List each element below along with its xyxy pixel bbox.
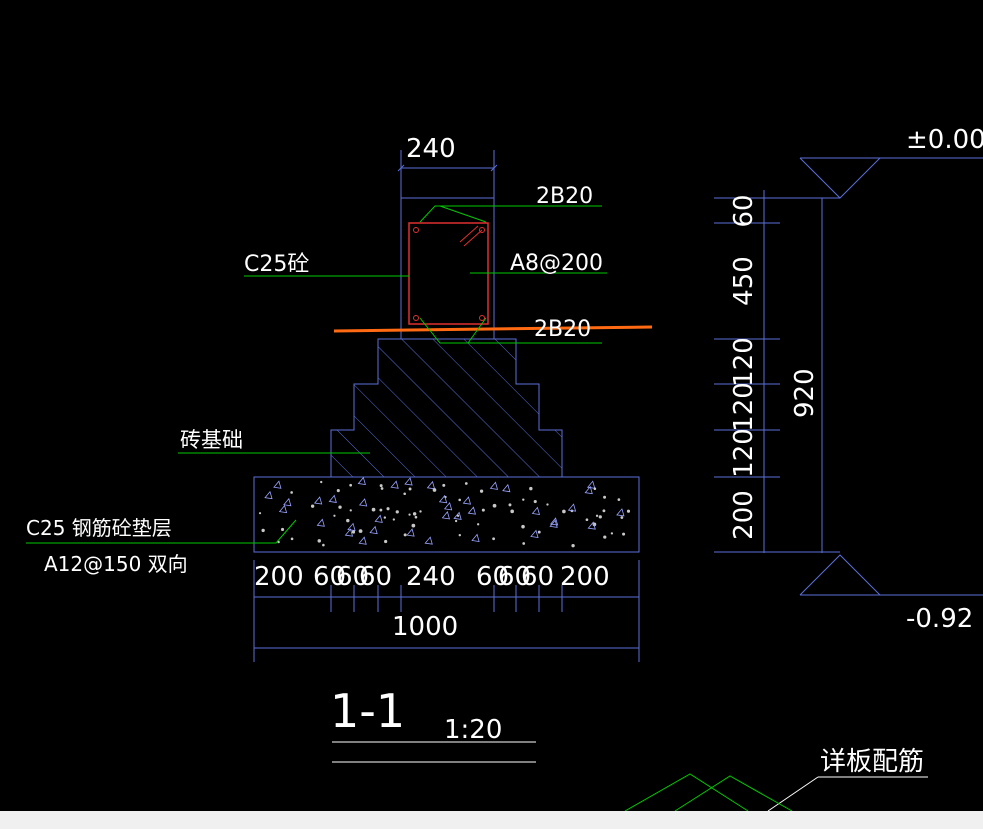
detail-label: 详板配筋 <box>820 747 924 777</box>
bottom-dim-label: 60 <box>476 562 509 592</box>
top-dimension <box>397 150 498 198</box>
bottom-dim-label: 200 <box>254 562 304 592</box>
right-dim-label: 120 <box>729 337 759 387</box>
section-title: 1-1 <box>330 684 405 738</box>
pad-layer-label: C25 钢筋砼垫层 <box>26 516 172 540</box>
right-dim-label: 200 <box>729 490 759 540</box>
right-dimension-lines <box>714 190 840 553</box>
column-section <box>400 197 495 340</box>
cut-line <box>333 325 653 333</box>
bottom-rebar-label: 2B20 <box>534 317 591 342</box>
brick-foundation-label: 砖基础 <box>180 428 243 452</box>
concrete-label: C25砼 <box>244 252 309 277</box>
right-dim-label: 450 <box>729 256 759 306</box>
bottom-dimension-lines <box>253 560 640 662</box>
section-title-underline <box>332 741 536 763</box>
bottom-dim-label: 60 <box>521 562 554 592</box>
right-dim-label: 60 <box>729 194 759 227</box>
pad-rebar-label: A12@150 双向 <box>44 552 188 576</box>
bottom-dim-label: 60 <box>313 562 346 592</box>
bottom-dim-label: 240 <box>406 562 456 592</box>
bottom-dim-label: 60 <box>359 562 392 592</box>
elevation-markers <box>799 157 983 596</box>
bottom-dim-label: 200 <box>560 562 610 592</box>
right-dim-label: 120 <box>729 428 759 478</box>
top-rebar-label: 2B20 <box>536 184 593 209</box>
total-height-label: 920 <box>790 368 820 418</box>
detail-leader <box>624 773 928 812</box>
elevation-top-label: ±0.00 <box>906 125 983 155</box>
stirrup-label: A8@200 <box>510 251 603 276</box>
status-bar <box>0 811 983 829</box>
bottom-dim-label: 60 <box>336 562 369 592</box>
leader-lines <box>26 205 607 544</box>
brick-foundation <box>330 338 563 478</box>
elevation-bottom-label: -0.92 <box>906 604 973 634</box>
column-width-label: 240 <box>406 134 456 164</box>
bottom-dim-label: 60 <box>498 562 531 592</box>
section-scale: 1:20 <box>444 715 502 745</box>
total-width-label: 1000 <box>392 612 458 642</box>
right-dim-label: 120 <box>729 382 759 432</box>
concrete-pad <box>253 476 640 553</box>
